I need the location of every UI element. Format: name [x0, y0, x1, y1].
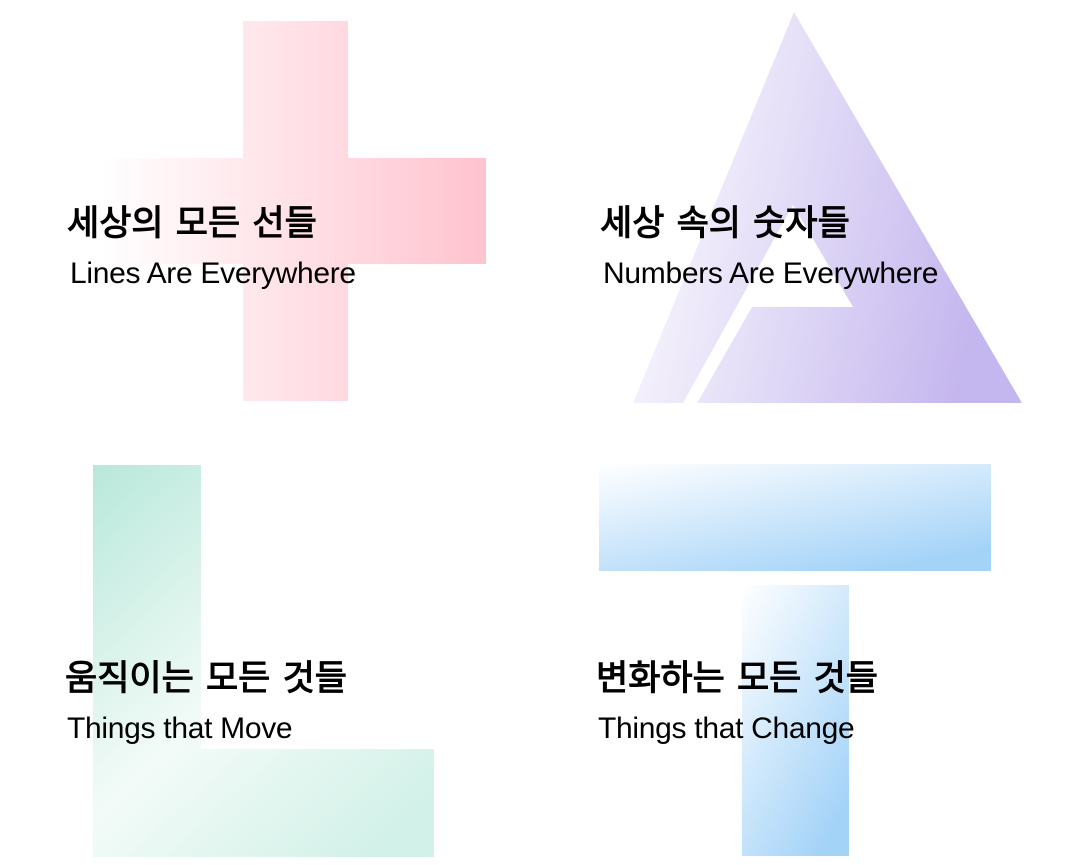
- card-title: 변화하는 모든 것들: [596, 659, 878, 699]
- card-title: 세상의 모든 선들: [67, 204, 317, 244]
- card-title: 움직이는 모든 것들: [65, 659, 347, 699]
- card-change: 변화하는 모든 것들 Things that Change: [596, 657, 878, 749]
- card-title: 세상 속의 숫자들: [600, 204, 850, 244]
- card-subtitle: Lines Are Everywhere: [70, 257, 356, 290]
- t-shape: [599, 464, 991, 856]
- card-subtitle: Things that Change: [598, 712, 855, 745]
- card-subtitle: Numbers Are Everywhere: [603, 257, 939, 290]
- card-move: 움직이는 모든 것들 Things that Move: [65, 657, 347, 749]
- card-subtitle: Things that Move: [67, 712, 293, 745]
- card-numbers: 세상 속의 숫자들 Numbers Are Everywhere: [600, 202, 939, 294]
- l-shape: [93, 465, 434, 857]
- plus-shape: [100, 21, 486, 401]
- card-lines: 세상의 모든 선들 Lines Are Everywhere: [67, 202, 356, 294]
- triangle-shape: [633, 12, 1022, 403]
